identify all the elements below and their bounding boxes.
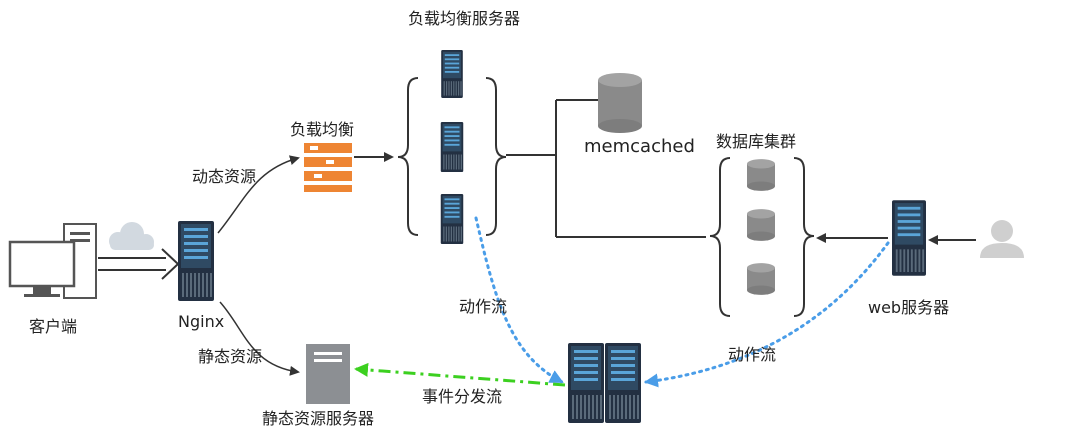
user-person-icon (980, 220, 1024, 258)
lb-server-2-icon (440, 122, 464, 172)
lb-servers-title: 负载均衡服务器 (408, 9, 520, 28)
web-server-icon (892, 200, 926, 276)
db-node-3-icon (747, 263, 775, 295)
db-node-1-icon (747, 159, 775, 191)
static-file-server-icon (306, 344, 350, 404)
db-cluster-label: 数据库集群 (716, 132, 796, 151)
central-server-icon (568, 343, 641, 423)
cloud-icon (109, 222, 154, 250)
dynamic-resources-label: 动态资源 (192, 167, 256, 186)
action-flow-right-line (644, 241, 890, 388)
desktop-computer-icon (8, 223, 97, 299)
server-group-left-brace (397, 77, 419, 236)
action-flow-right-label: 动作流 (728, 345, 776, 364)
load-balancer-label: 负载均衡 (290, 120, 354, 139)
action-flow-left-line (474, 216, 564, 384)
client-to-nginx-arrow (98, 248, 180, 280)
nginx-label: Nginx (178, 312, 224, 331)
cache-db-connector (506, 99, 706, 238)
static-resources-label: 静态资源 (198, 347, 262, 366)
client-label: 客户端 (29, 317, 77, 336)
db-right-brace (793, 157, 815, 317)
lb-server-3-icon (440, 194, 464, 244)
web-server-label: web服务器 (868, 298, 949, 317)
event-flow-label: 事件分发流 (422, 387, 502, 406)
dynamic-resource-arrow (217, 155, 300, 234)
server-group-right-brace (485, 77, 507, 236)
nginx-server-icon (178, 221, 214, 301)
db-left-brace (709, 157, 731, 317)
static-server-label: 静态资源服务器 (262, 409, 374, 428)
lb-server-1-icon (441, 50, 463, 98)
action-flow-left-label: 动作流 (459, 297, 507, 316)
db-node-2-icon (747, 209, 775, 241)
event-flow-line (354, 362, 566, 387)
load-balancer-icon (304, 143, 352, 192)
static-resource-arrow (219, 301, 300, 376)
memcached-database-icon (598, 73, 642, 133)
memcached-label: memcached (584, 136, 695, 157)
